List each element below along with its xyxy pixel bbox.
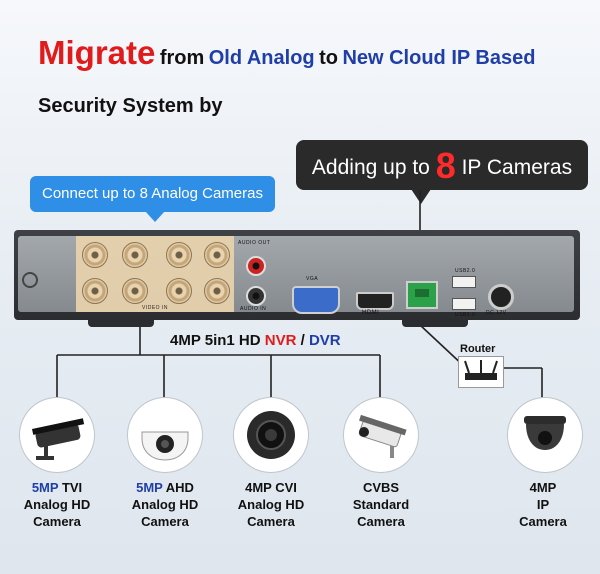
usb-port-icon bbox=[452, 276, 476, 288]
camera-label-line: Camera bbox=[141, 514, 189, 529]
ip-callout-suffix: IP Cameras bbox=[461, 156, 573, 179]
usb2-label: USB2.0 bbox=[455, 312, 476, 318]
analog-bnc-panel: VIDEO IN bbox=[76, 236, 234, 312]
product-slash: / bbox=[300, 332, 305, 349]
camera-label-line: Camera bbox=[33, 514, 81, 529]
audio-out-label: AUDIO OUT bbox=[238, 240, 271, 246]
camera-label-1: 5MP TVI Analog HD Camera bbox=[2, 479, 112, 530]
camera-label-2: 5MP AHD Analog HD Camera bbox=[110, 479, 220, 530]
camera-label-4: CVBS Standard Camera bbox=[326, 479, 436, 530]
ip-dome-camera-icon bbox=[508, 398, 582, 472]
ip-callout-count: 8 bbox=[435, 145, 456, 186]
box-camera-icon bbox=[344, 398, 418, 472]
camera-label-line: Camera bbox=[357, 514, 405, 529]
product-name: 4MP 5in1 HD NVR / DVR bbox=[170, 332, 341, 349]
camera-label-line: Camera bbox=[519, 514, 567, 529]
router-icon bbox=[458, 356, 504, 388]
lan-port-icon bbox=[406, 281, 438, 309]
bnc-port-icon bbox=[122, 242, 148, 268]
camera-label-line: Standard bbox=[352, 497, 410, 512]
camera-label-line: IP bbox=[536, 497, 550, 512]
headline: Migrate from Old Analog to New Cloud IP … bbox=[38, 34, 535, 72]
product-prefix: 4MP 5in1 HD bbox=[170, 332, 261, 349]
bnc-port-icon bbox=[82, 242, 108, 268]
bnc-port-icon bbox=[82, 278, 108, 304]
camera-label-line: Analog HD bbox=[131, 497, 199, 512]
camera-label-3: 4MP CVI Analog HD Camera bbox=[216, 479, 326, 530]
dome-camera-icon bbox=[128, 398, 202, 472]
device-foot-left bbox=[88, 319, 154, 327]
vga-port-icon bbox=[292, 286, 340, 314]
camera-label-line: TVI bbox=[61, 480, 83, 495]
bnc-port-icon bbox=[204, 242, 230, 268]
bullet-camera-icon bbox=[20, 398, 94, 472]
camera-label-line: Camera bbox=[247, 514, 295, 529]
bnc-port-icon bbox=[166, 242, 192, 268]
vga-label: VGA bbox=[306, 276, 319, 282]
headline-old-analog: Old Analog bbox=[208, 47, 315, 69]
camera-label-5: 4MP IP Camera bbox=[488, 479, 598, 530]
audio-in-jack-icon bbox=[246, 286, 266, 306]
camera-label-line: AHD bbox=[165, 480, 194, 495]
dc-power-port-icon bbox=[488, 284, 514, 310]
camera-label-line: CVBS bbox=[362, 480, 400, 495]
ip-callout: Adding up to 8 IP Cameras bbox=[296, 140, 588, 204]
camera-label-line: Analog HD bbox=[23, 497, 91, 512]
product-nvr: NVR bbox=[264, 332, 297, 349]
dc-label: DC 12V bbox=[486, 310, 507, 316]
camera-label-line: 4MP CVI bbox=[245, 480, 297, 495]
ground-screw-icon bbox=[22, 272, 38, 288]
product-dvr: DVR bbox=[308, 332, 341, 349]
headline-to: to bbox=[319, 47, 338, 69]
audio-in-label: AUDIO IN bbox=[240, 306, 267, 312]
bnc-port-icon bbox=[204, 278, 230, 304]
hdmi-port-icon bbox=[356, 292, 394, 310]
audio-out-jack-icon bbox=[246, 256, 266, 276]
usb-port-icon bbox=[452, 298, 476, 310]
headline-migrate: Migrate bbox=[38, 34, 156, 71]
camera-label-line: 4MP bbox=[529, 480, 557, 495]
subtitle: Security System by bbox=[38, 95, 223, 117]
camera-label-highlight: 5MP bbox=[31, 480, 59, 495]
analog-callout: Connect up to 8 Analog Cameras bbox=[30, 176, 275, 222]
camera-label-highlight: 5MP bbox=[136, 480, 163, 495]
ip-callout-prefix: Adding up to bbox=[311, 156, 430, 179]
bnc-port-icon bbox=[122, 278, 148, 304]
router-label: Router bbox=[460, 343, 496, 355]
turret-camera-icon bbox=[234, 398, 308, 472]
hdmi-label: HDMI bbox=[362, 310, 380, 316]
camera-label-line: Analog HD bbox=[237, 497, 305, 512]
device-foot-right bbox=[402, 319, 468, 327]
headline-from: from bbox=[159, 47, 205, 69]
usb1-label: USB2.0 bbox=[455, 268, 476, 274]
headline-new-cloud: New Cloud IP Based bbox=[342, 47, 536, 69]
bnc-port-icon bbox=[166, 278, 192, 304]
video-in-label: VIDEO IN bbox=[142, 305, 168, 311]
